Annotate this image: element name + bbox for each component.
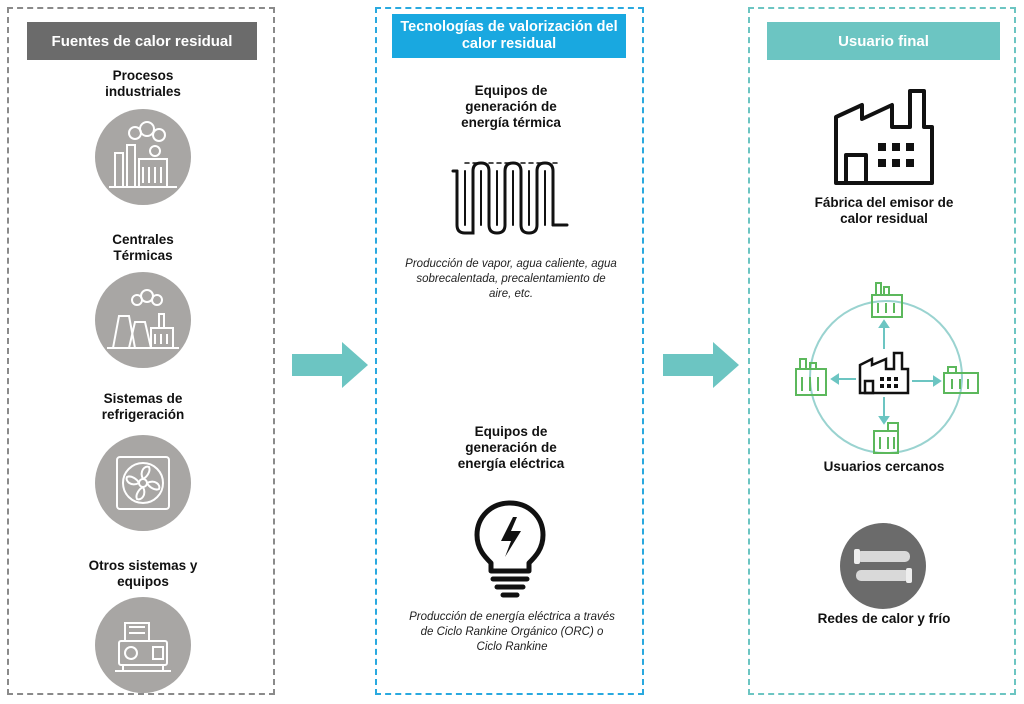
nearby-users-label: Usuarios cercanos xyxy=(823,459,945,474)
thermal-equipment-description: Producción de vapor, agua caliente, agua… xyxy=(405,258,617,300)
factory-icon xyxy=(834,89,934,185)
other-systems-label: Otros sistemas y equipos xyxy=(88,558,198,589)
end-user-panel: Usuario final Fábrica del emisor de calo… xyxy=(748,7,1016,695)
radiator-coil-icon xyxy=(451,161,569,235)
flow-arrow-1 xyxy=(292,342,368,388)
power-plant-icon xyxy=(95,272,191,368)
network-factories-icon xyxy=(795,282,979,454)
industrial-processes-icon xyxy=(95,109,191,205)
refrigeration-label: Sistemas de refrigeración xyxy=(101,391,185,422)
compressor-icon xyxy=(95,597,191,693)
sources-header: Fuentes de calor residual xyxy=(27,22,257,60)
electric-equipment-description: Producción de energía eléctrica a través… xyxy=(409,611,615,653)
industrial-processes-label: Procesos industriales xyxy=(105,68,181,99)
electric-equipment-label: Equipos de generación de energía eléctri… xyxy=(457,424,565,471)
thermal-plants-label: Centrales Térmicas xyxy=(112,232,174,263)
fan-icon xyxy=(95,435,191,531)
lightbulb-bolt-icon xyxy=(474,500,546,598)
technologies-header: Tecnologías de valorización del calor re… xyxy=(392,14,626,58)
sources-panel: Fuentes de calor residual Procesos indus… xyxy=(7,7,275,695)
flow-arrow-2 xyxy=(663,342,739,388)
emitter-factory-label: Fábrica del emisor de calor residual xyxy=(814,195,954,226)
pipes-icon xyxy=(840,523,926,609)
heat-cold-networks-label: Redes de calor y frío xyxy=(817,611,951,626)
thermal-equipment-label: Equipos de generación de energía térmica xyxy=(461,83,561,130)
end-user-header: Usuario final xyxy=(767,22,1000,60)
technologies-panel: Tecnologías de valorización del calor re… xyxy=(375,7,644,695)
